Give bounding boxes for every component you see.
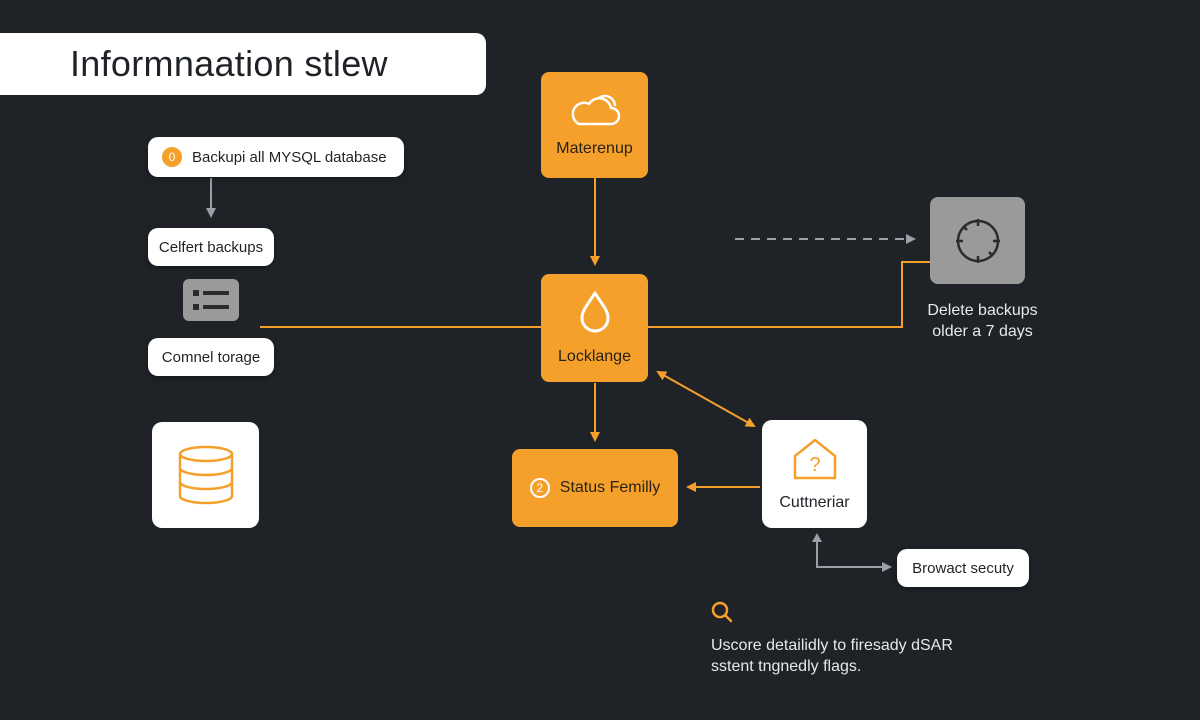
step-backup-label: Backupi all MYSQL database: [192, 148, 387, 166]
browse-security-button[interactable]: Browact secuty: [897, 549, 1029, 587]
delete-caption-line1: Delete backups: [927, 302, 1038, 319]
node-status-label: Status Femilly: [559, 479, 661, 496]
node-materenup-label: Materenup: [556, 140, 633, 157]
node-locklange[interactable]: Locklange: [541, 274, 648, 382]
step-number-badge: 0: [162, 147, 182, 167]
delete-caption-line2: older a 7 days: [932, 323, 1033, 340]
step-backup-mysql[interactable]: 0 Backupi all MYSQL database: [148, 137, 404, 177]
drop-icon: [580, 291, 609, 333]
step-celfert-label: Celfert backups: [158, 238, 264, 256]
database-icon: [178, 445, 233, 505]
browse-security-label: Browact secuty: [912, 559, 1014, 577]
page-title: Informnaation stlew: [0, 33, 486, 95]
node-status-femilly[interactable]: 2 Status Femilly: [512, 449, 678, 527]
arrow-up-card: [812, 533, 822, 542]
arrow-card-to-browse: [816, 540, 892, 572]
database-icon-card[interactable]: [152, 422, 259, 528]
step-celfert-backups[interactable]: Celfert backups: [148, 228, 274, 266]
line-center-to-timer: [648, 261, 930, 328]
node-cuttneriar-label: Cuttneriar: [779, 494, 850, 511]
step-comnel-torage[interactable]: Comnel torage: [148, 338, 274, 376]
delete-backups-caption: Delete backups older a 7 days: [900, 300, 1065, 342]
step-comnel-label: Comnel torage: [161, 348, 261, 366]
node-cuttneriar[interactable]: ? Cuttneriar: [762, 420, 867, 528]
cloud-icon: [571, 94, 620, 126]
double-arrow-center-card: [656, 371, 756, 427]
list-icon: [183, 279, 239, 321]
footer-line2: sstent tngnedly flags.: [711, 658, 862, 675]
node-locklange-label: Locklange: [558, 348, 631, 365]
footer-note: Uscore detailidly to firesady dSAR ssten…: [711, 635, 1011, 677]
node-materenup[interactable]: Materenup: [541, 72, 648, 178]
footer-line1: Uscore detailidly to firesady dSAR: [711, 637, 953, 654]
timer-icon: [955, 218, 1000, 263]
status-number-badge: 2: [529, 478, 550, 498]
search-icon: [710, 600, 734, 624]
question-house-icon: ?: [793, 438, 836, 480]
svg-text:?: ?: [809, 454, 820, 476]
timer-node[interactable]: [930, 197, 1025, 284]
